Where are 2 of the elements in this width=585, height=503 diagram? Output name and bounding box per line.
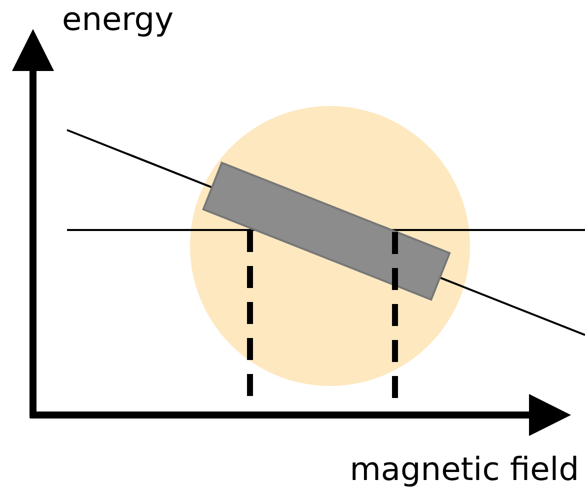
axis-label: magnetic field [350,452,579,488]
axis-label: energy [62,2,174,38]
